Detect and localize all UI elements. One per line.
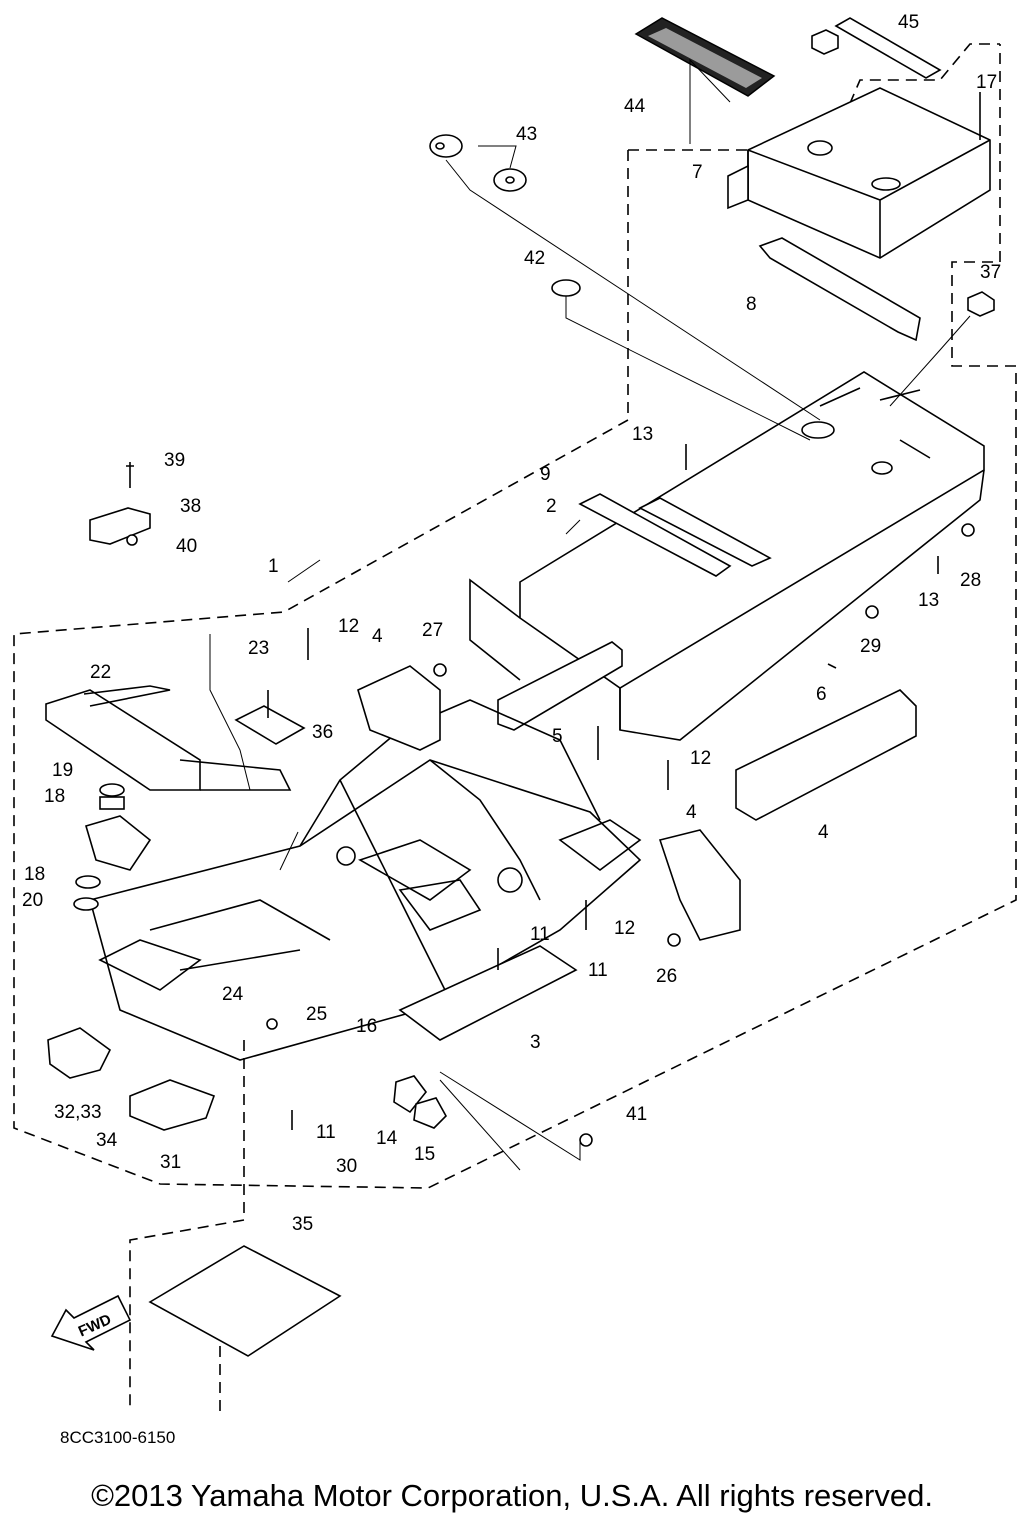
decal-43 [634,17,776,97]
callout-23: 24 [222,984,244,1005]
callout-34: 36 [312,722,333,743]
strip-44 [834,17,942,79]
grommet-41 [551,279,581,297]
callout-13-top: 13 [632,424,653,445]
callout-10: 6 [816,684,827,705]
callout-39: 40 [176,536,197,557]
deck-panel-2 [469,371,985,741]
callout-12-mid: 12 [690,748,711,769]
exploded-parts-diagram: FWD 45 [13,12,1017,1412]
leader-lines [209,58,971,1171]
callout-4-right: 4 [686,802,697,823]
side-rail-6 [497,641,623,731]
storage-box-7 [727,87,991,259]
callout-21: 22 [90,662,111,683]
callout-44: 45 [898,12,919,33]
callout-11-far-right: 11 [588,960,608,981]
bracket-37 [89,507,151,545]
callout-38: 39 [164,450,185,471]
grab-handle-4-top [357,665,441,751]
callout-26: 27 [422,620,443,641]
callout-41: 42 [524,248,545,269]
bracket-9 [578,493,772,577]
diagram-code: 8CC3100-6150 [60,1428,176,1447]
callout-11-bottom: 11 [316,1122,336,1143]
copyright-notice: ©2013 Yamaha Motor Corporation, U.S.A. A… [91,1478,933,1513]
callout-5: 4 [818,822,829,843]
clip-36 [967,291,995,317]
callout-1: 1 [268,556,279,577]
callout-3: 3 [530,1032,541,1053]
callout-25: 26 [656,966,677,987]
plate-14 [393,1075,428,1114]
callout-2: 2 [546,496,557,517]
callout-35: 35 [292,1214,313,1235]
forward-direction-arrow: FWD [50,1294,132,1351]
callout-43: 44 [624,96,646,117]
callout-36: 37 [980,262,1001,283]
grab-handle-4-bottom [658,829,741,941]
callout-42: 43 [516,124,537,145]
main-frame-1 [89,699,642,1061]
callout-22: 23 [248,638,269,659]
callout-24: 25 [306,1004,327,1025]
callout-20: 20 [22,890,43,911]
callout-4-top: 4 [372,626,383,647]
callout-32-33: 34 [96,1130,118,1151]
callout-11-right: 11 [530,924,550,945]
floor-mat-35 [129,1040,342,1412]
bumper-21 [45,685,292,791]
callout-8: 8 [746,294,757,315]
callout-labels: 45 17 44 43 7 42 37 8 13 39 9 2 38 40 1 … [22,12,1001,1235]
plate-15 [413,1097,447,1129]
callout-28: 29 [860,636,881,657]
roller-30 [129,1079,216,1131]
bracket-31 [47,1027,112,1079]
fasteners [126,92,981,1147]
callout-16: 16 [356,1016,377,1037]
callout-7: 7 [692,162,703,183]
side-rail-5 [735,689,917,821]
callout-29: 30 [336,1156,357,1177]
callout-14: 14 [376,1128,398,1149]
callout-31: 32,33 [54,1102,102,1123]
callout-30: 31 [160,1152,181,1173]
callout-18-bottom: 18 [24,864,45,885]
rail-8 [758,237,921,342]
callout-9: 9 [540,464,551,485]
pivot-bushings [73,783,152,911]
callout-6: 5 [552,726,563,747]
callout-18-top: 18 [44,786,65,807]
callout-37: 38 [180,496,201,517]
callout-19: 19 [52,760,73,781]
callout-40: 41 [626,1104,647,1125]
callout-12-bottom: 12 [614,918,635,939]
cap-45 [811,29,839,55]
callout-17: 17 [976,72,997,93]
callout-15: 15 [414,1144,435,1165]
callout-12-top: 12 [338,616,359,637]
plate-34 [234,705,306,745]
callout-13-right: 13 [918,590,939,611]
grommets-42 [429,134,527,192]
skid-plate-3 [398,945,578,1041]
callout-27: 28 [960,570,981,591]
